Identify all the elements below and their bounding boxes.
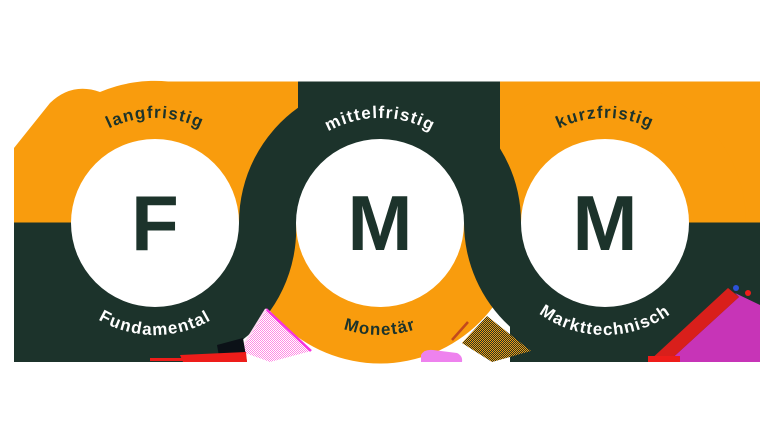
- artifact-red-diagonal: [648, 288, 739, 362]
- artifact-rust-line: [451, 321, 469, 341]
- artifact-red-speck: [745, 290, 751, 296]
- white-core-layer: [71, 139, 689, 307]
- artifact-magenta-corner: [668, 293, 760, 362]
- badge3-core: [521, 139, 689, 307]
- artifact-pink-diamond-edge: [265, 308, 312, 352]
- letter-layer: F M M: [131, 179, 637, 267]
- badge2-letter: M: [348, 179, 413, 267]
- artifact-violet-blob: [421, 349, 463, 362]
- artifact-red-smudge-right: [648, 356, 680, 362]
- badge3-letter-text: M: [573, 179, 638, 267]
- artifact-red-smudge-left: [180, 352, 247, 362]
- badge1-core: [71, 139, 239, 307]
- badge1-letter: F: [131, 179, 179, 267]
- badge3-letter: M: [573, 179, 638, 267]
- artifact-pink-diamond-highlight: [239, 308, 267, 352]
- badge1-letter-text: F: [131, 179, 179, 267]
- artifact-blue-speck: [733, 285, 739, 291]
- artifact-pink-diamond: [240, 309, 311, 362]
- badge2-letter-text: M: [348, 179, 413, 267]
- artifact-layer: [150, 285, 760, 362]
- artifact-orange-diamond: [462, 316, 531, 362]
- artifact-red-streak-left: [150, 358, 188, 361]
- badge2-core: [296, 139, 464, 307]
